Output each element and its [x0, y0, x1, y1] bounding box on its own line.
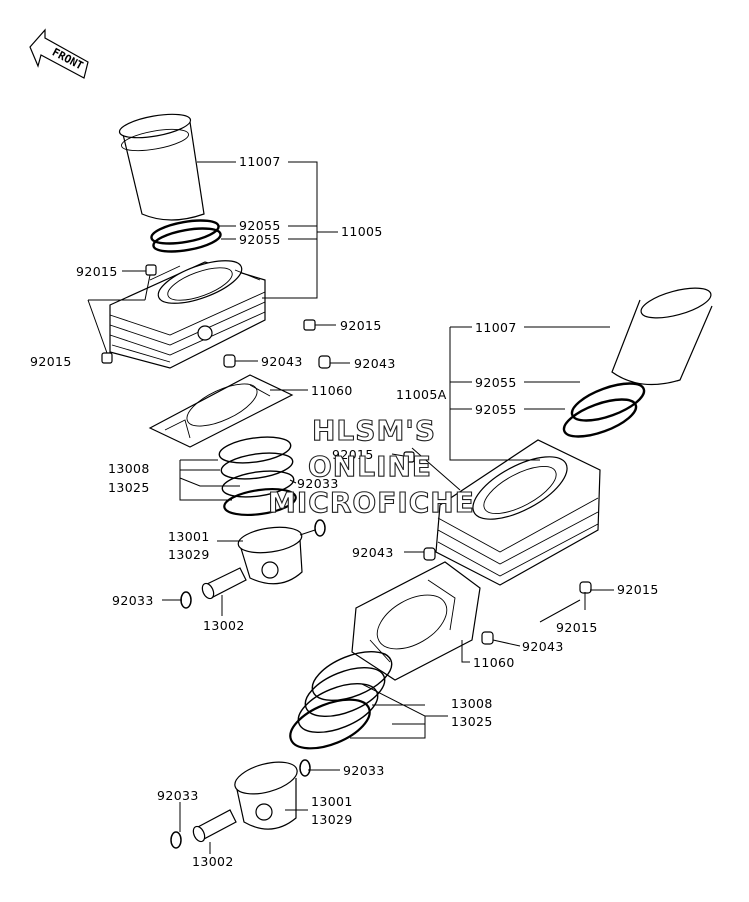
- label-13008-left: 13008: [108, 461, 150, 476]
- circlips-right: [170, 759, 311, 849]
- piston-rings-right: [289, 650, 393, 750]
- piston-left: [237, 526, 303, 585]
- piston-pin-right: [192, 809, 237, 843]
- label-92033-left-2: 92033: [112, 593, 154, 608]
- base-gasket-left: [148, 374, 294, 448]
- label-92055-left-1: 92055: [239, 218, 281, 233]
- label-92043-right-2: 92043: [522, 639, 564, 654]
- label-13002-right: 13002: [192, 854, 234, 869]
- label-92055-right-2: 92055: [475, 402, 517, 417]
- watermark-line-3: MICROFICHE: [268, 486, 475, 519]
- leader-lines: [87, 161, 614, 854]
- watermark-line-2: ONLINE: [308, 450, 432, 483]
- label-92033-right-1: 92033: [343, 763, 385, 778]
- watermark-line-1: HLSM'S: [312, 414, 436, 447]
- part-labels: 11007 92055 92055 11005 92015 92015 9201…: [30, 154, 659, 869]
- label-92043-left-2: 92043: [354, 356, 396, 371]
- label-13001-left: 13001: [168, 529, 210, 544]
- label-13002-left: 13002: [203, 618, 245, 633]
- label-11060-left: 11060: [311, 383, 353, 398]
- label-92015-left-2: 92015: [340, 318, 382, 333]
- label-92055-right-1: 92055: [475, 375, 517, 390]
- label-13029-right: 13029: [311, 812, 353, 827]
- label-92015-right-2: 92015: [617, 582, 659, 597]
- label-11060-right: 11060: [473, 655, 515, 670]
- o-rings-right: [562, 382, 646, 438]
- label-92015-left-3: 92015: [30, 354, 72, 369]
- label-13025-right: 13025: [451, 714, 493, 729]
- label-92033-left-1: 92033: [297, 476, 339, 491]
- label-92043-left-1: 92043: [261, 354, 303, 369]
- label-92015-right-1: 92015: [332, 447, 374, 462]
- label-92015-right-3: 92015: [556, 620, 598, 635]
- dowel-pins-right: [403, 451, 592, 645]
- label-11007-right: 11007: [475, 320, 517, 335]
- cylinder-block-left: [109, 260, 266, 369]
- label-13008-right: 13008: [451, 696, 493, 711]
- label-92043-right-1: 92043: [352, 545, 394, 560]
- cylinder-block-right: [435, 439, 601, 586]
- front-arrow-icon: FRONT: [29, 28, 89, 79]
- label-13029-left: 13029: [168, 547, 210, 562]
- label-13025-left: 13025: [108, 480, 150, 495]
- cylinder-liner-left: [118, 113, 205, 221]
- base-gasket-right: [351, 561, 481, 681]
- label-92015-left-1: 92015: [76, 264, 118, 279]
- label-11005: 11005: [341, 224, 383, 239]
- label-92055-left-2: 92055: [239, 232, 281, 247]
- watermark: HLSM'S ONLINE MICROFICHE: [267, 413, 475, 519]
- label-92033-right-2: 92033: [157, 788, 199, 803]
- cylinder-liner-right: [611, 287, 713, 386]
- o-rings-left: [150, 219, 222, 253]
- piston-right: [234, 761, 298, 830]
- piston-pin-left: [201, 567, 247, 600]
- piston-rings-left: [218, 436, 297, 516]
- label-11007-left: 11007: [239, 154, 281, 169]
- label-11005a: 11005A: [396, 387, 447, 402]
- label-13001-right: 13001: [311, 794, 353, 809]
